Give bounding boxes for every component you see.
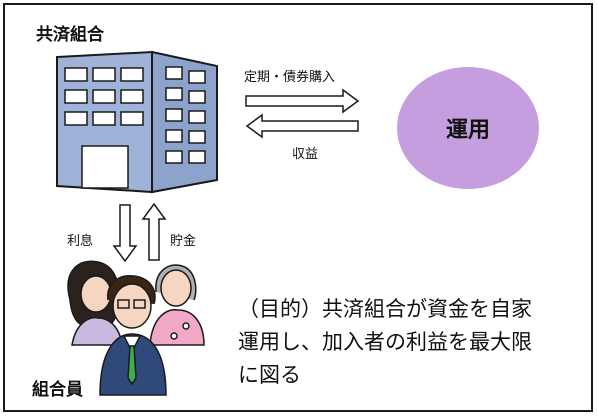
arrow-to-cooperative (245, 113, 359, 139)
arrow-interest-down (112, 204, 138, 263)
interest-label: 利息 (67, 234, 94, 249)
office-building-icon (56, 50, 218, 194)
arrow-savings-up (141, 202, 167, 261)
diagram-frame (3, 3, 593, 412)
purpose-line-3: に図る (238, 363, 301, 387)
deposit-flow-label: 定期・債券購入 (244, 70, 336, 85)
income-label: 収益 (292, 147, 319, 162)
cooperative-title: 共済組合 (36, 25, 104, 45)
purpose-line-2: 運用し、加入者の利益を最大限 (238, 330, 532, 354)
members-title: 組合員 (32, 380, 83, 400)
purpose-line-1: （目的）共済組合が資金を自家 (238, 297, 532, 321)
members-group-icon (67, 260, 205, 396)
arrow-to-investment (245, 88, 360, 114)
savings-label: 貯金 (170, 234, 197, 249)
purpose-statement: （目的）共済組合が資金を自家 運用し、加入者の利益を最大限 に図る (238, 293, 588, 392)
investment-oval (397, 67, 539, 189)
investment-label: 運用 (445, 118, 490, 143)
